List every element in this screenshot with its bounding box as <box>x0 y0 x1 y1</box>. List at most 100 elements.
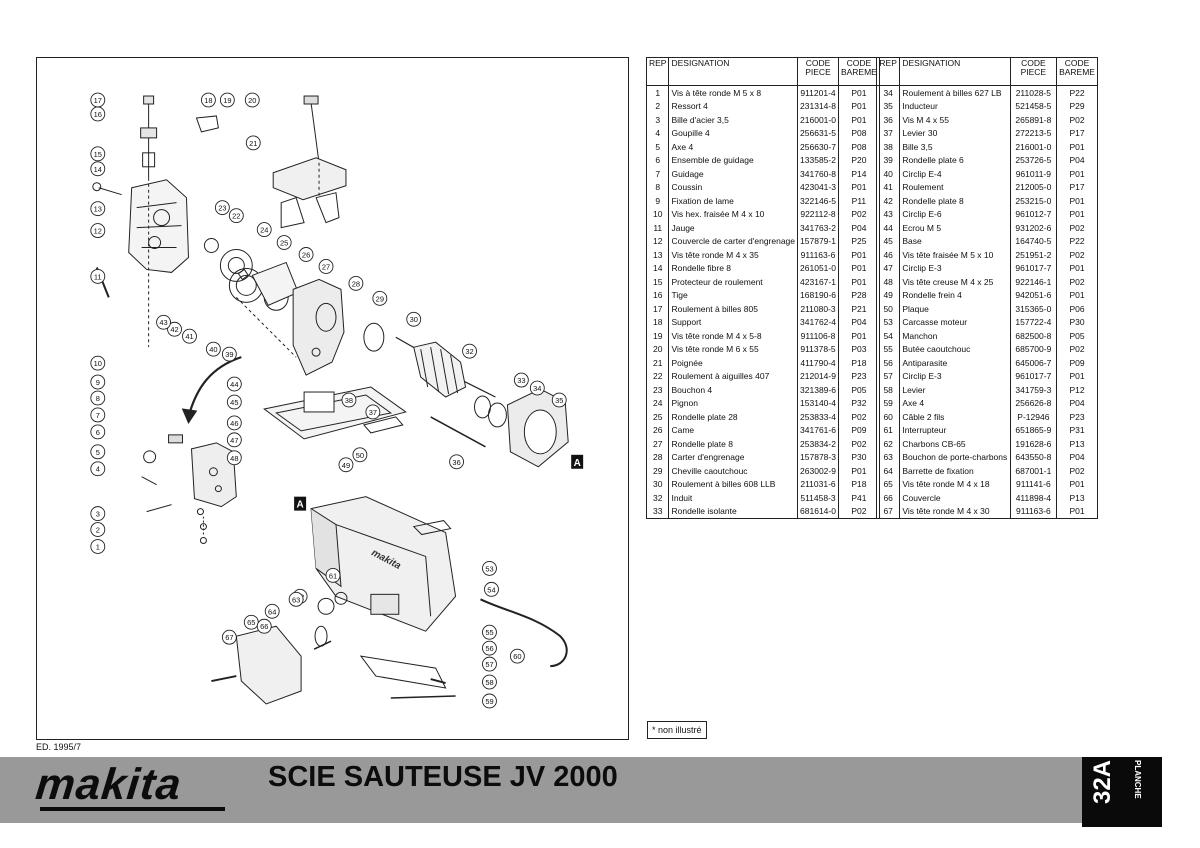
col-header-bareme-line2: BAREME <box>840 66 877 77</box>
callout-15: 15 <box>90 146 106 162</box>
callout-circle <box>244 92 260 108</box>
cell-designation: Rondelle plate 6 <box>899 153 1011 167</box>
cell-designation: Levier <box>899 383 1011 397</box>
cell-code-piece: 961012-7 <box>1009 207 1058 221</box>
cell-rep: 25 <box>645 410 670 424</box>
cell-rep: 16 <box>645 288 670 302</box>
callout-number: 26 <box>302 250 310 259</box>
cell-code-piece: 411790-4 <box>797 356 839 370</box>
cell-code-bareme: P22 <box>1056 85 1098 100</box>
cell-rep: 4 <box>645 126 670 140</box>
cell-rep: 60 <box>875 410 901 424</box>
callout-11: 11 <box>90 268 106 284</box>
callout-circle <box>90 539 106 554</box>
cell-code-bareme: P01 <box>1056 140 1098 154</box>
callout-38: 38 <box>341 392 357 408</box>
callout-circle <box>482 624 497 640</box>
cell-rep: 47 <box>875 261 901 275</box>
cell-rep: 8 <box>645 180 670 194</box>
callout-number: 22 <box>232 212 240 221</box>
section-marker-letter: A <box>574 458 581 469</box>
cell-designation: Poignée <box>668 356 799 370</box>
cell-designation: Roulement à billes 608 LLB <box>668 477 799 491</box>
cell-code-bareme: P02 <box>1056 275 1098 289</box>
cell-designation: Rondelle isolante <box>668 504 799 519</box>
cell-code-piece: 645006-7 <box>1009 356 1058 370</box>
cell-code-piece: 341761-6 <box>797 423 839 437</box>
cell-code-piece: 911163-6 <box>797 248 839 262</box>
callout-circle <box>551 392 567 408</box>
callout-56: 56 <box>482 640 497 656</box>
cell-code-piece: 231314-8 <box>797 99 839 113</box>
cell-code-bareme: P08 <box>837 140 880 154</box>
callout-55: 55 <box>482 624 497 640</box>
cell-code-bareme: P02 <box>1056 342 1098 356</box>
callout-37: 37 <box>365 404 381 420</box>
cell-code-bareme: P18 <box>837 356 880 370</box>
callout-13: 13 <box>90 201 106 217</box>
cell-designation: Butée caoutchouc <box>899 342 1011 356</box>
cell-designation: Roulement à aiguilles 407 <box>668 369 799 383</box>
cell-code-bareme: P04 <box>837 221 880 235</box>
cell-code-bareme: P30 <box>837 450 880 464</box>
cell-rep: 64 <box>875 464 901 478</box>
cell-code-piece: 961017-7 <box>1009 261 1058 275</box>
cell-code-bareme: P23 <box>837 369 880 383</box>
cell-designation: Vis hex. fraisée M 4 x 10 <box>668 207 799 221</box>
callout-circle <box>482 561 497 576</box>
col-header-code-line1: CODE <box>805 58 831 68</box>
callout-circle <box>482 674 497 690</box>
cell-code-bareme: P01 <box>837 180 880 194</box>
cell-rep: 53 <box>875 315 901 329</box>
callout-circle <box>226 376 242 392</box>
cell-rep: 13 <box>645 248 670 262</box>
page-title: SCIE SAUTEUSE JV 2000 <box>268 761 618 793</box>
cell-designation: Couvercle de carter d'engrenage <box>668 234 799 248</box>
cell-designation: Vis tête fraisée M 5 x 10 <box>899 248 1011 262</box>
callout-circle <box>256 618 272 634</box>
cell-code-piece: 685700-9 <box>1009 342 1058 356</box>
cell-code-bareme: P04 <box>1056 450 1098 464</box>
callout-number: 54 <box>487 585 495 594</box>
callout-45: 45 <box>226 394 242 410</box>
callout-circle <box>509 648 525 664</box>
cell-designation: Antiparasite <box>899 356 1011 370</box>
cell-rep: 54 <box>875 329 901 343</box>
callout-number: 33 <box>517 376 525 385</box>
cell-designation: Bille d'acier 3,5 <box>668 113 799 127</box>
cell-code-piece: 212005-0 <box>1009 180 1058 194</box>
cell-code-piece: 157879-1 <box>797 234 839 248</box>
callout-circle <box>372 290 388 306</box>
callout-number: 44 <box>230 380 238 389</box>
cell-designation: Vis M 4 x 55 <box>899 113 1011 127</box>
callout-circle <box>226 432 242 448</box>
callout-64: 64 <box>264 603 280 619</box>
cell-code-piece: 922112-8 <box>797 207 839 221</box>
cell-designation: Carcasse moteur <box>899 315 1011 329</box>
callout-number: 47 <box>230 436 238 445</box>
cell-code-piece: 321389-6 <box>797 383 839 397</box>
col-header-code-line2: PIECE <box>805 66 831 77</box>
cell-rep: 20 <box>645 342 670 356</box>
callout-number: 25 <box>280 239 288 248</box>
callout-circle <box>90 461 106 477</box>
cell-rep: 3 <box>645 113 670 127</box>
cell-code-piece: 911106-8 <box>797 329 839 343</box>
cell-code-piece: 157722-4 <box>1009 315 1058 329</box>
